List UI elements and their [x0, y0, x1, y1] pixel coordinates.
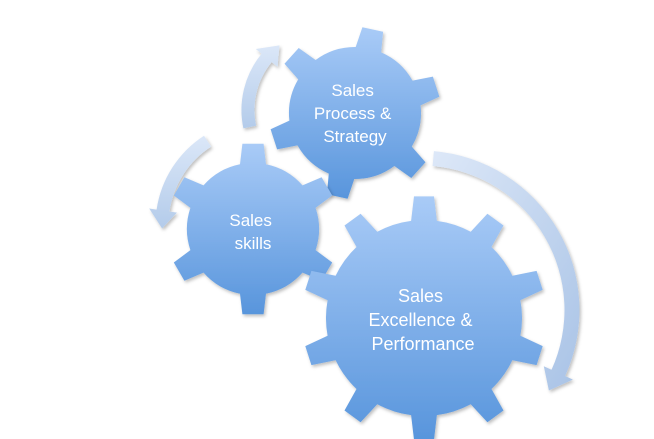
- cycle-arrow-process-to-excellence: [432, 151, 580, 391]
- gear-shape: [270, 27, 440, 199]
- gear-label: Sales Excellence & Performance: [368, 286, 477, 354]
- label-line: Process &: [314, 104, 392, 123]
- gear-shape: [305, 196, 543, 439]
- label-line: Sales: [331, 81, 374, 100]
- gear-sales-excellence: Sales Excellence & Performance: [305, 196, 543, 439]
- gear-sales-process: Sales Process & Strategy: [270, 27, 440, 199]
- arrows: [149, 45, 580, 391]
- label-line: Strategy: [323, 127, 387, 146]
- label-line: Sales: [398, 286, 443, 306]
- label-line: Performance: [371, 334, 474, 354]
- gear-label: Sales Process & Strategy: [314, 81, 396, 146]
- gear-shape: [173, 143, 333, 315]
- label-line: Excellence &: [368, 310, 472, 330]
- label-line: skills: [235, 234, 272, 253]
- cycle-arrow-process-to-skills: [149, 135, 212, 229]
- label-line: Sales: [229, 211, 272, 230]
- gear-label: Sales skills: [229, 211, 276, 253]
- cycle-arrow-skills-to-process: [241, 45, 280, 129]
- gear-sales-skills: Sales skills: [173, 143, 333, 315]
